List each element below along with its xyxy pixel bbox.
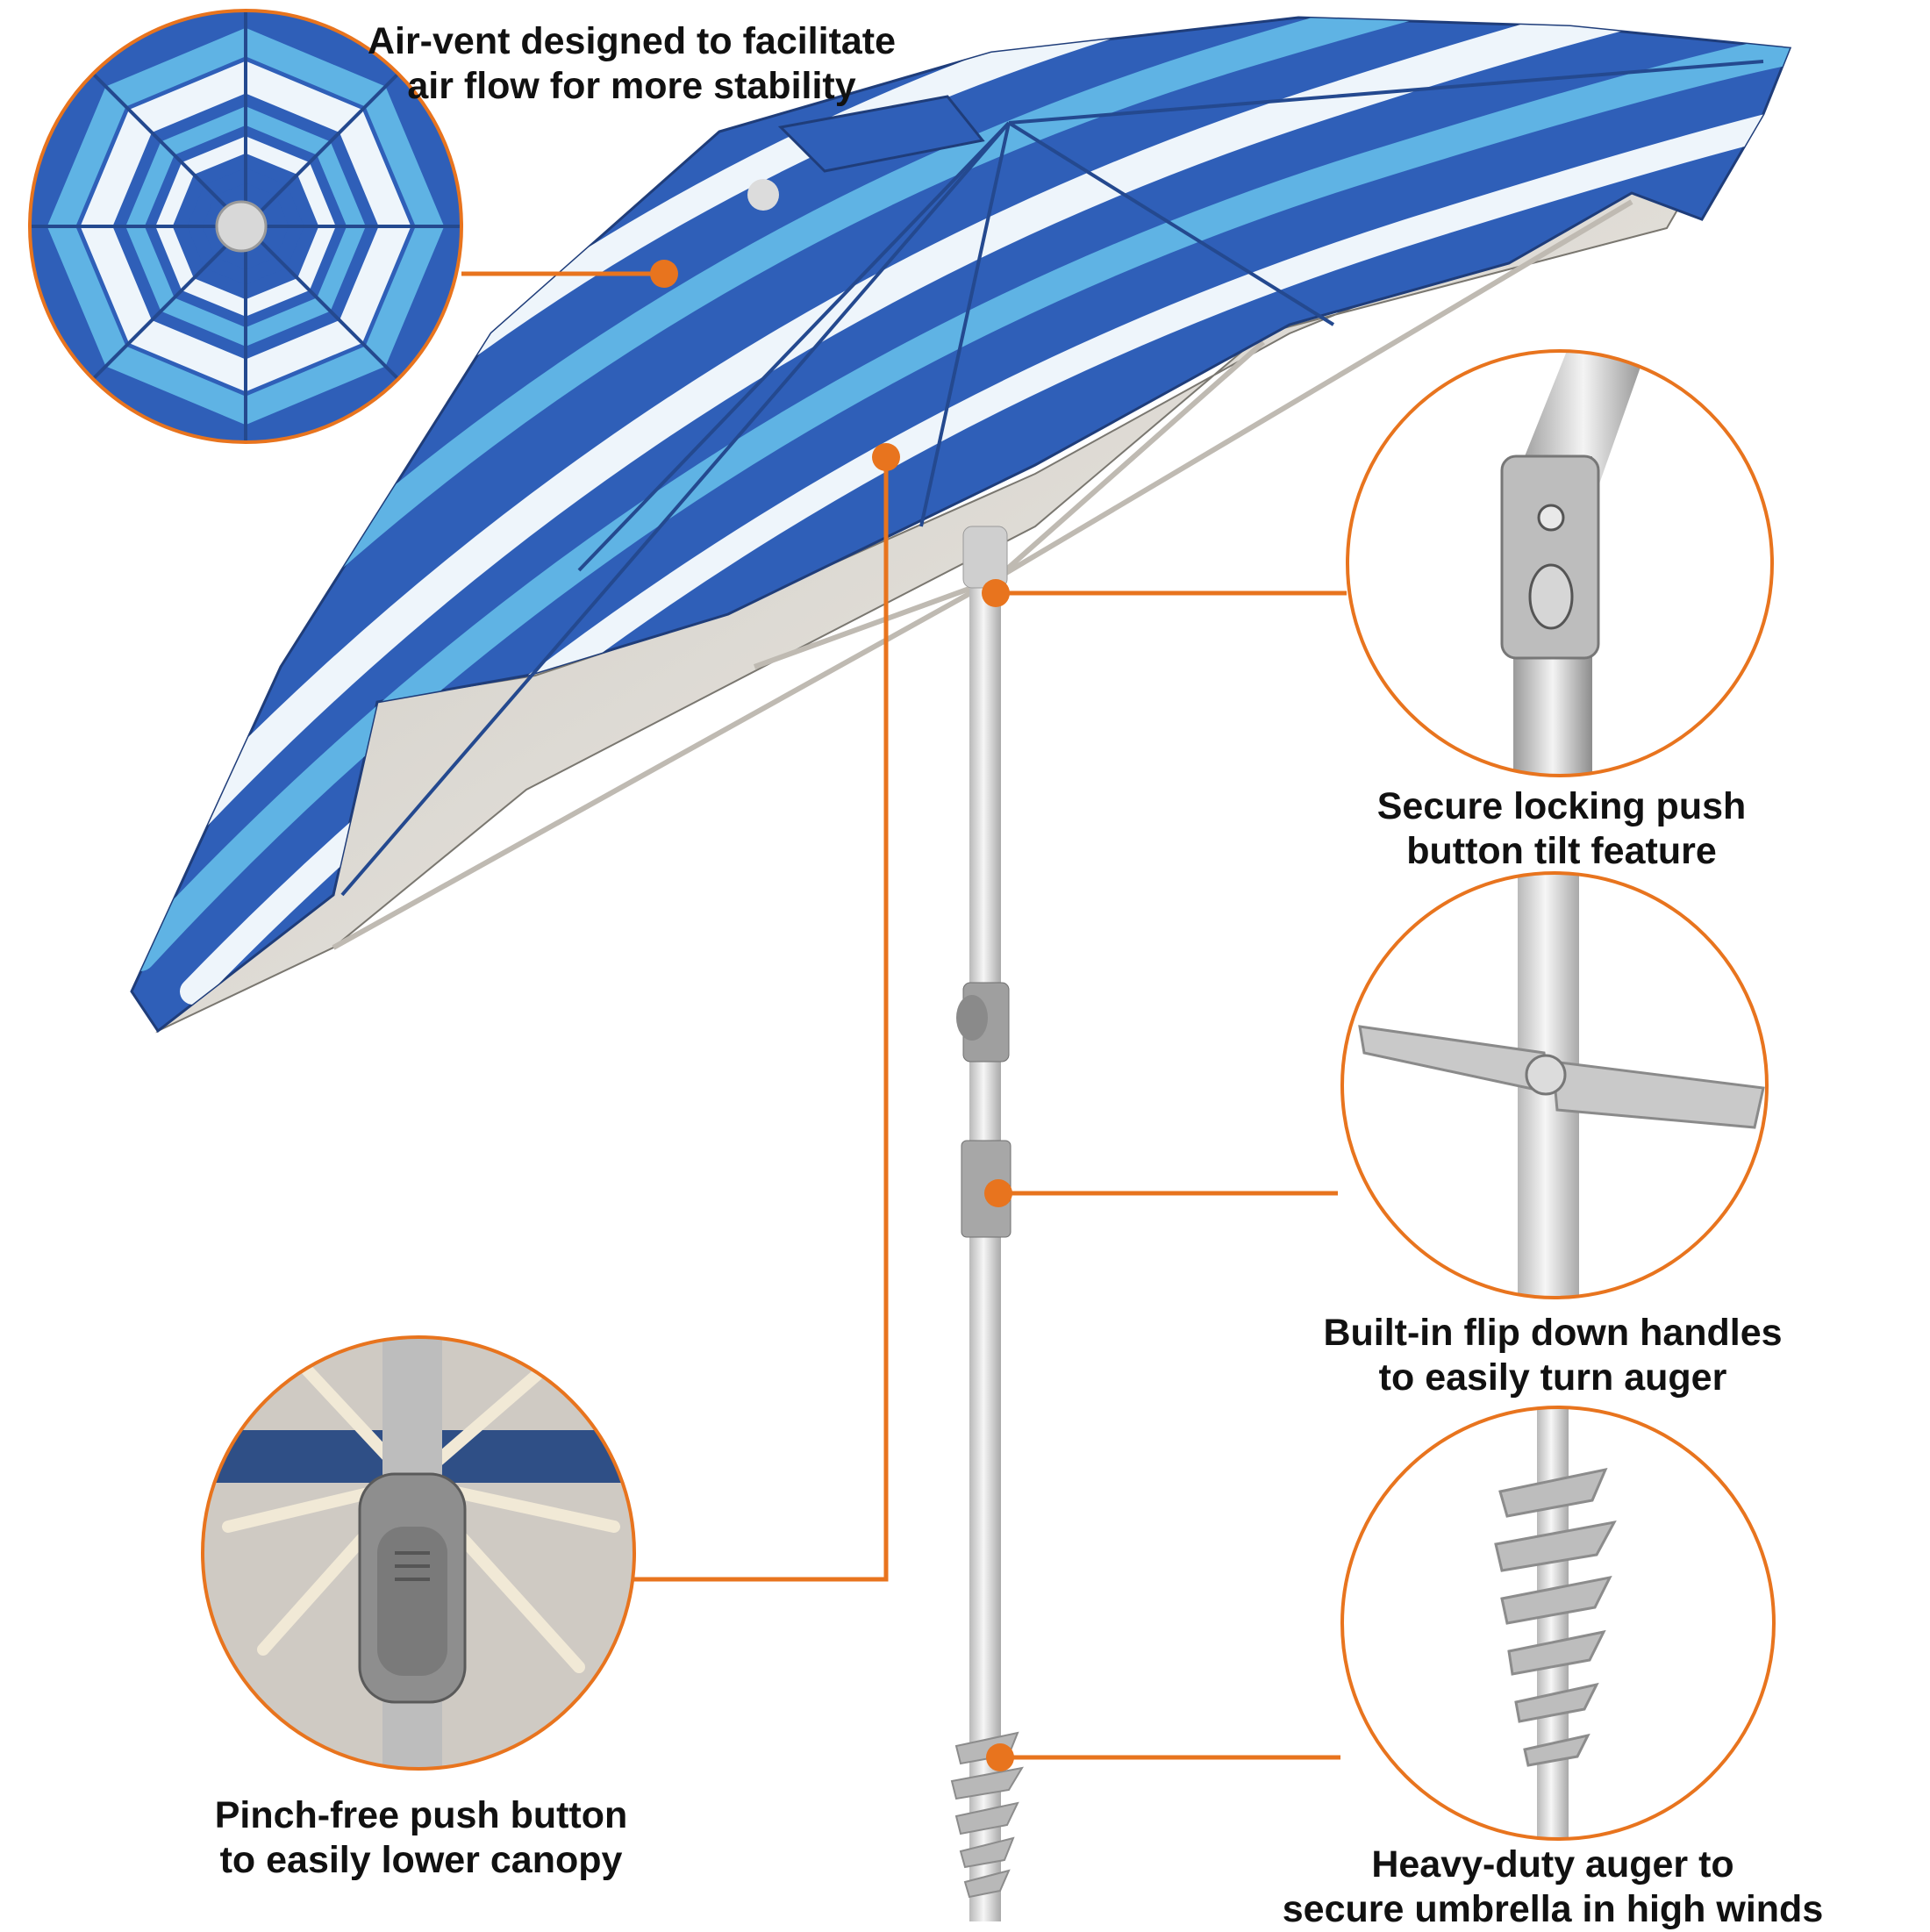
detail-air-vent — [28, 9, 463, 444]
caption-auger-line1: Heavy-duty auger to — [1371, 1843, 1734, 1885]
detail-handles — [1340, 871, 1769, 1299]
caption-air-vent-line1: Air-vent designed to facilitate — [367, 20, 897, 62]
dot-push-button — [872, 443, 900, 471]
caption-tilt: Secure locking push button tilt feature — [1325, 784, 1798, 874]
caption-tilt-line2: button tilt feature — [1406, 830, 1717, 872]
caption-handles-line2: to easily turn auger — [1378, 1356, 1727, 1399]
caption-auger-line2: secure umbrella in high winds — [1282, 1888, 1824, 1930]
caption-tilt-line1: Secure locking push — [1376, 785, 1747, 827]
detail-auger — [1340, 1406, 1776, 1841]
detail-tilt — [1346, 349, 1774, 777]
connector-dots — [650, 260, 1014, 1771]
dot-handles — [984, 1179, 1012, 1207]
caption-auger: Heavy-duty auger to secure umbrella in h… — [1219, 1843, 1886, 1932]
dot-tilt — [982, 579, 1010, 607]
caption-handles-line1: Built-in flip down handles — [1323, 1312, 1783, 1354]
caption-handles: Built-in flip down handles to easily tur… — [1263, 1311, 1842, 1400]
dot-auger — [986, 1743, 1014, 1771]
caption-air-vent-line2: air flow for more stability — [407, 65, 856, 107]
connector-lines — [461, 271, 1347, 1760]
caption-air-vent: Air-vent designed to facilitate air flow… — [325, 19, 939, 109]
caption-push-button-line1: Pinch-free push button — [214, 1794, 628, 1836]
detail-push-button — [201, 1335, 636, 1771]
dot-air-vent — [650, 260, 678, 288]
caption-push-button-line2: to easily lower canopy — [219, 1839, 623, 1881]
connector-push-button — [632, 457, 889, 1582]
caption-push-button: Pinch-free push button to easily lower c… — [158, 1793, 684, 1883]
umbrella-pole — [950, 526, 1025, 1921]
